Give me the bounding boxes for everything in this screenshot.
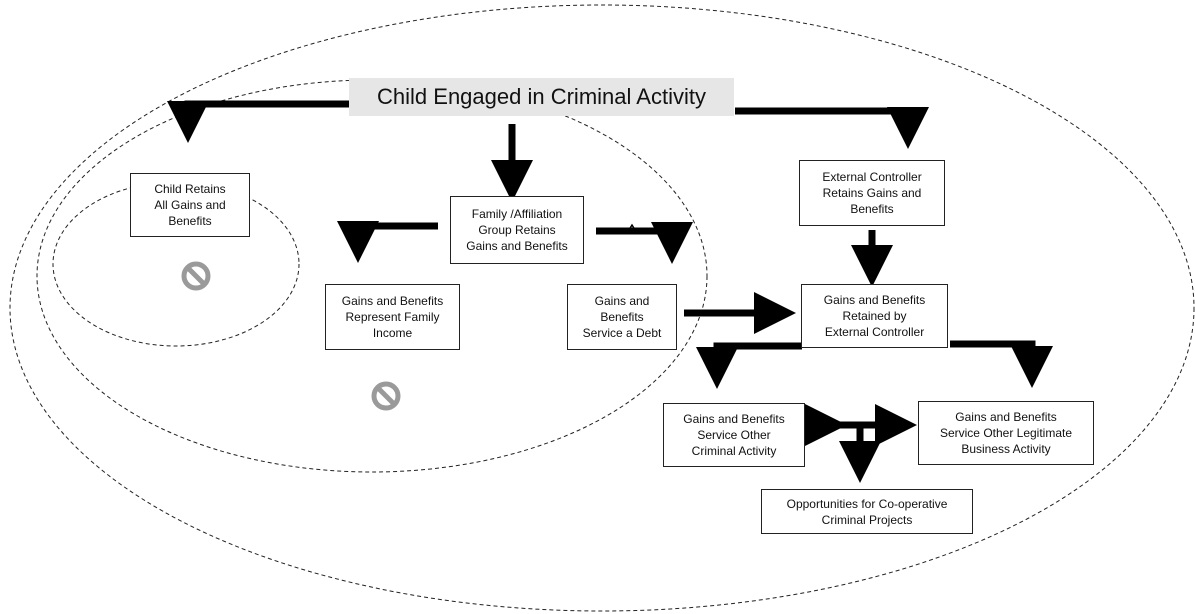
arrow-retained-to-criminal [696,342,802,389]
family-income-box: Gains and Benefits Represent Family Inco… [325,284,460,350]
family-group-box: Family /Affiliation Group Retains Gains … [450,196,584,264]
retained-by-controller-box: Gains and Benefits Retained by External … [801,284,948,348]
small-caret-mark [626,223,638,234]
outer-scope-ellipse [9,4,1195,612]
child-retains-box: Child Retains All Gains and Benefits [130,173,250,237]
arrow-title-to-child [167,100,349,143]
no-entry-icon [181,261,211,291]
service-debt-box: Gains and Benefits Service a Debt [567,284,677,350]
arrow-title-to-controller [735,107,929,149]
root-title: Child Engaged in Criminal Activity [349,78,734,116]
arrow-retained-to-business [950,340,1053,388]
cooperative-projects-box: Opportunities for Co-operative Criminal … [761,489,973,534]
external-controller-box: External Controller Retains Gains and Be… [799,160,945,226]
family-scope-ellipse [36,79,708,473]
arrow-family-to-income [337,221,438,263]
no-entry-icon [371,381,401,411]
arrow-family-to-debt [596,222,693,264]
child-scope-ellipse [52,181,300,347]
other-criminal-box: Gains and Benefits Service Other Crimina… [663,403,805,467]
arrows [167,100,1053,483]
legitimate-business-box: Gains and Benefits Service Other Legitim… [918,401,1094,465]
